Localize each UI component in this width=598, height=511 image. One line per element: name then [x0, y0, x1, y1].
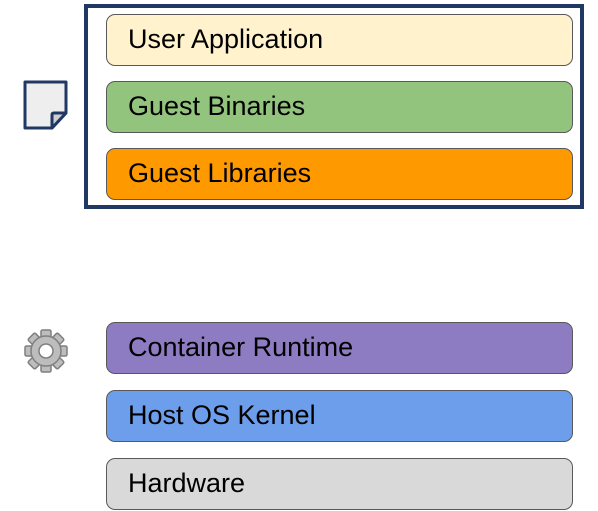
layer-guest-binaries: Guest Binaries	[106, 81, 573, 133]
document-icon	[23, 80, 68, 130]
layer-guest-libraries: Guest Libraries	[106, 148, 573, 200]
layer-container-runtime: Container Runtime	[106, 322, 573, 374]
container-image-frame	[84, 4, 584, 209]
layer-hardware: Hardware	[106, 458, 573, 510]
gear-icon	[24, 329, 68, 373]
layer-host-os-kernel: Host OS Kernel	[106, 390, 573, 442]
layer-user-application: User Application	[106, 14, 573, 66]
